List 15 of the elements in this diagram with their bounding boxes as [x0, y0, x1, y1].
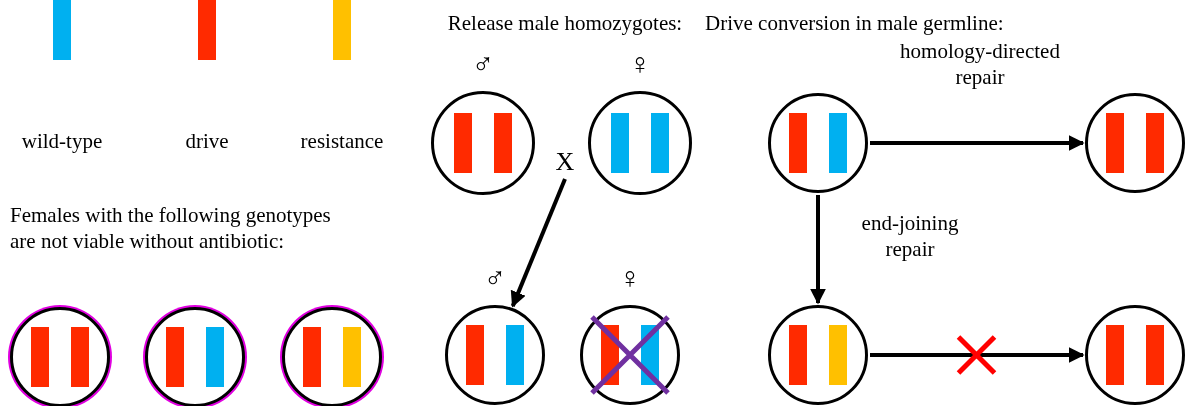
female-symbol: ♀	[617, 263, 643, 293]
cross-sign: X	[550, 147, 580, 177]
legend-label: wild-type	[20, 128, 104, 154]
heading-text: Drive conversion in male germline:	[705, 10, 1005, 36]
heading-text: Release male homozygotes:	[446, 10, 684, 36]
arrow	[870, 135, 1085, 151]
heading-text: Females with the following genotypes are not viable without antibiotic:	[10, 202, 332, 254]
arrow	[510, 178, 567, 308]
legend-label: drive	[184, 128, 230, 154]
arrow	[870, 347, 1085, 363]
male-symbol: ♂	[482, 263, 508, 293]
arrow	[810, 195, 826, 305]
female-symbol: ♀	[627, 49, 653, 79]
male-symbol: ♂	[470, 49, 496, 79]
legend-label: resistance	[299, 128, 385, 154]
